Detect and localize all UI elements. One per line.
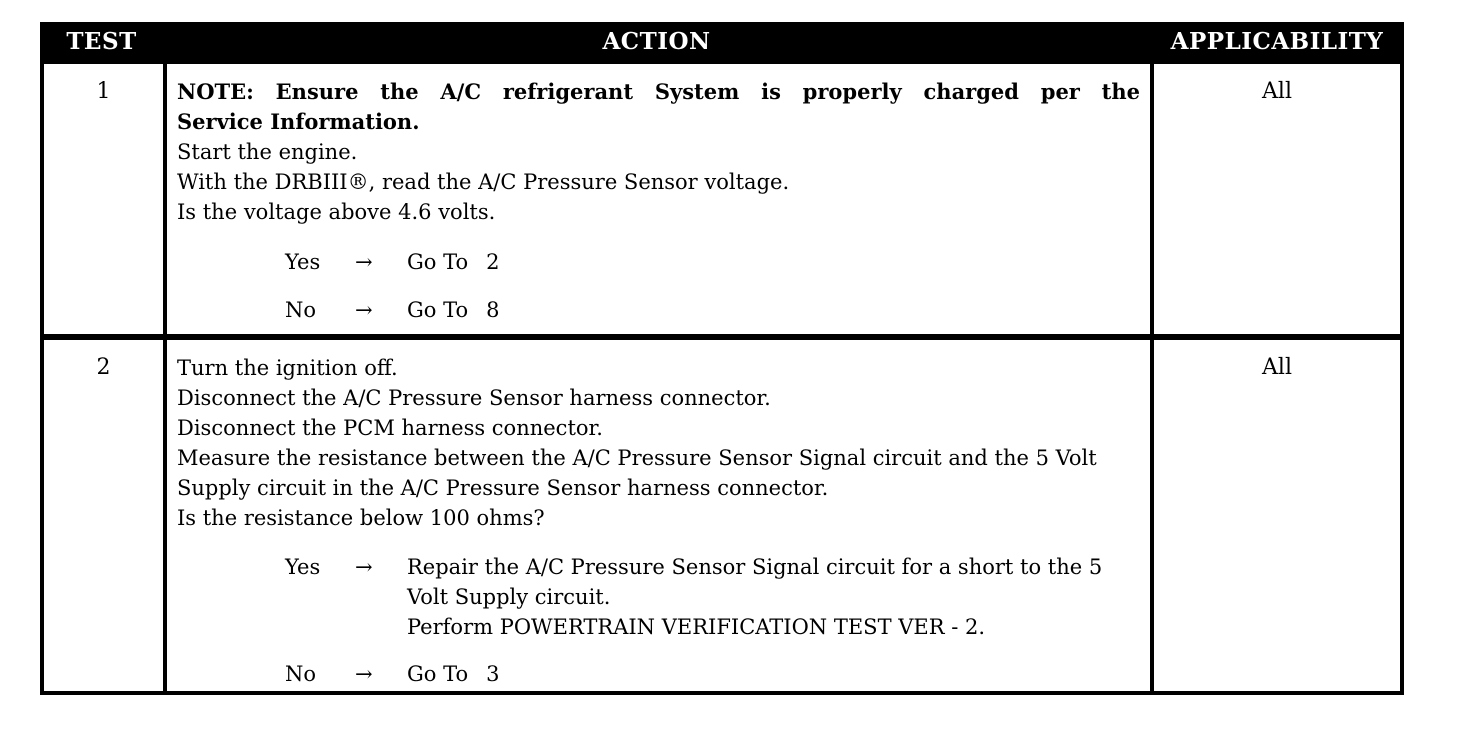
goto-target: 8 (486, 298, 500, 322)
result-action: Go To 3 (407, 659, 1140, 689)
table-row: 1 NOTE: Ensure the A/C refrigerant Syste… (44, 64, 1400, 334)
result-answer: Yes (285, 555, 321, 579)
action-cell: Turn the ignition off. Disconnect the A/… (167, 340, 1154, 691)
applicability-cell: All (1262, 355, 1292, 380)
action-line: Disconnect the A/C Pressure Sensor harne… (177, 386, 771, 410)
result-action: Repair the A/C Pressure Sensor Signal ci… (407, 552, 1140, 642)
action-line: Disconnect the PCM harness connector. (177, 416, 603, 440)
test-number-cell: 2 (44, 340, 167, 691)
goto-label: Go To (407, 250, 469, 274)
result-row-yes: Yes → Repair the A/C Pressure Sensor Sig… (285, 552, 1140, 642)
goto-target: 3 (486, 662, 500, 686)
table-header-row: TEST ACTION APPLICABILITY (40, 22, 1404, 60)
goto-target: 2 (486, 250, 500, 274)
action-line: Turn the ignition off. (177, 356, 398, 380)
arrow-right-icon: → (355, 250, 373, 274)
action-line: Is the resistance below 100 ohms? (177, 506, 545, 530)
action-line: Start the engine. (177, 140, 358, 164)
col-header-applicability: APPLICABILITY (1170, 27, 1384, 55)
result-action: Go To 2 (407, 247, 1140, 277)
result-action-line: Perform POWERTRAIN VERIFICATION TEST VER… (407, 615, 986, 639)
note-text: Service Information. (177, 109, 420, 134)
result-row-no: No → Go To 3 (285, 659, 1140, 689)
applicability-cell: All (1262, 79, 1292, 104)
table-row: 2 Turn the ignition off. Disconnect the … (44, 334, 1400, 691)
result-answer: No (285, 298, 317, 322)
col-header-test: TEST (66, 27, 137, 55)
arrow-right-icon: → (355, 298, 373, 322)
result-action-line: Repair the A/C Pressure Sensor Signal ci… (407, 555, 1103, 579)
action-line: With the DRBIII®, read the A/C Pressure … (177, 170, 790, 194)
result-action-line: Volt Supply circuit. (407, 585, 611, 609)
diagnostic-test-table: TEST ACTION APPLICABILITY 1 NOTE: Ensure… (40, 22, 1404, 695)
action-line: Supply circuit in the A/C Pressure Senso… (177, 476, 829, 500)
arrow-right-icon: → (355, 555, 373, 579)
arrow-right-icon: → (355, 662, 373, 686)
result-row-no: No → Go To 8 (285, 295, 1140, 325)
result-action: Go To 8 (407, 295, 1140, 325)
note-text: NOTE: Ensure the A/C refrigerant System … (177, 79, 1140, 104)
goto-label: Go To (407, 298, 469, 322)
action-line: Is the voltage above 4.6 volts. (177, 200, 496, 224)
test-number-cell: 1 (44, 64, 167, 334)
col-header-action: ACTION (602, 27, 711, 55)
result-answer: No (285, 662, 317, 686)
table-body: 1 NOTE: Ensure the A/C refrigerant Syste… (40, 60, 1404, 695)
action-line: Measure the resistance between the A/C P… (177, 446, 1097, 470)
result-answer: Yes (285, 250, 321, 274)
action-cell: NOTE: Ensure the A/C refrigerant System … (167, 64, 1154, 334)
goto-label: Go To (407, 662, 469, 686)
result-row-yes: Yes → Go To 2 (285, 247, 1140, 277)
